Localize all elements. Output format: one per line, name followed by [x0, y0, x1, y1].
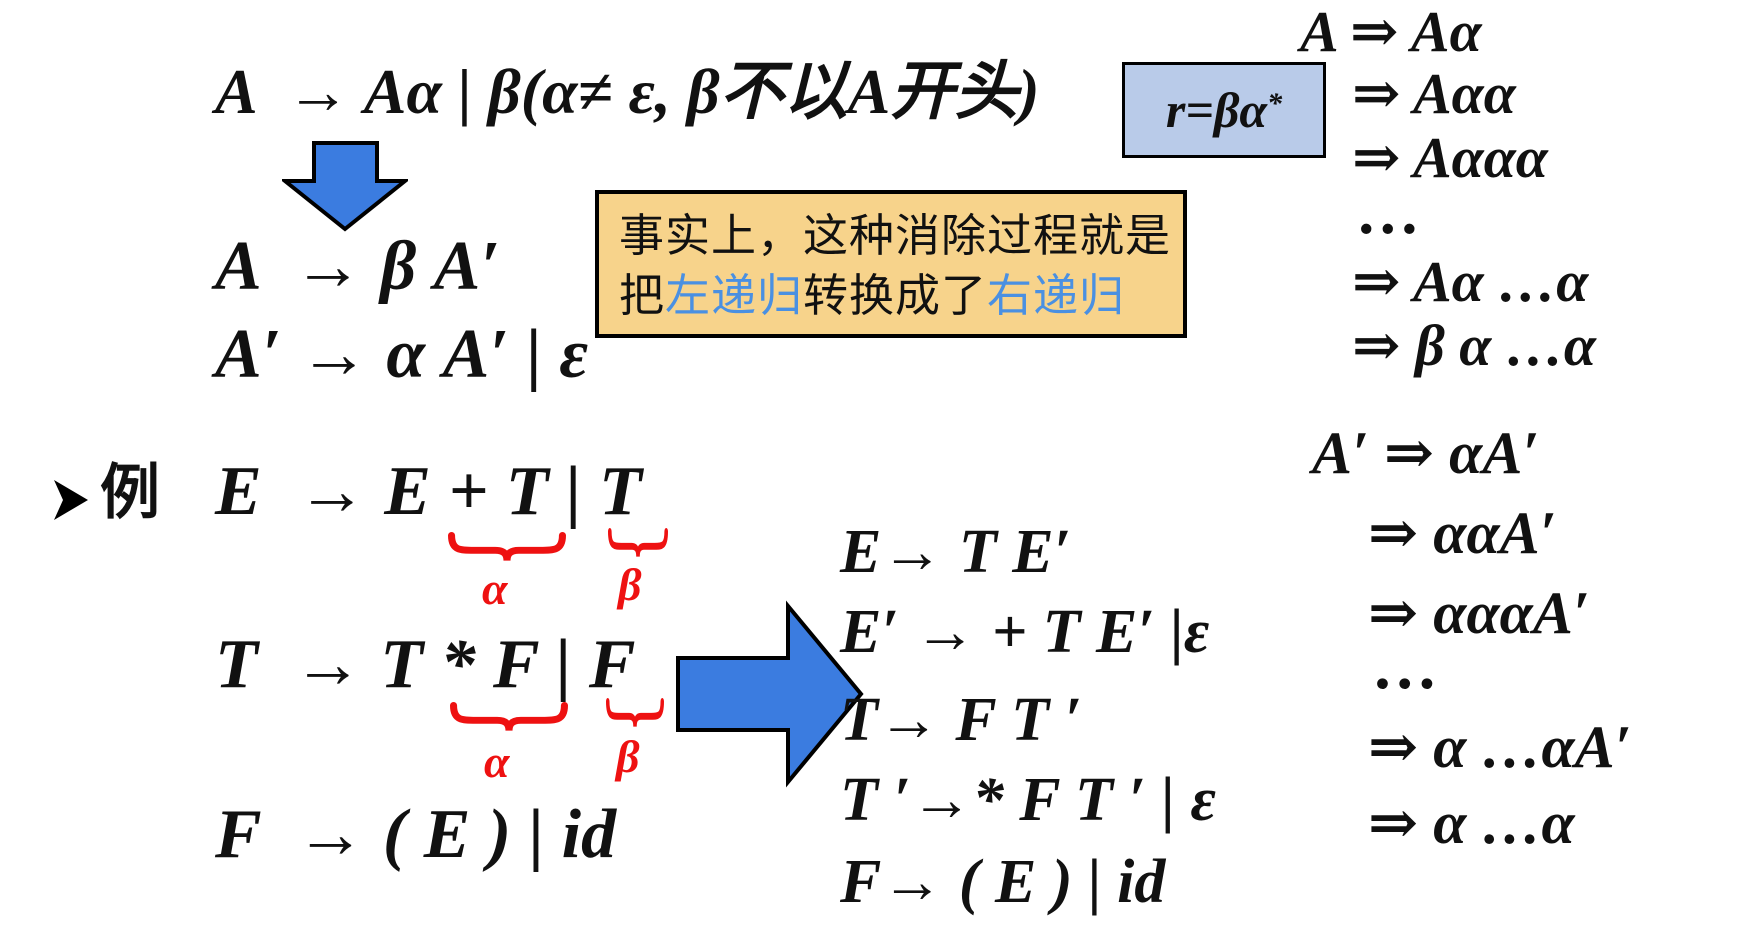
grammar-right-line-5: F→ ( E ) | id: [840, 848, 1166, 916]
derivation-aprime-ellipsis: …: [1374, 630, 1440, 703]
regex-box: r=βα*: [1122, 62, 1326, 158]
grammar-right-line-1: E→ T E′: [840, 518, 1072, 586]
derivation-a-line-5: ⇒ Aα …α: [1352, 249, 1589, 314]
note-line2-prefix: 把: [619, 271, 666, 321]
alpha-label-2: α: [484, 736, 510, 787]
right-arrow-icon: [676, 600, 864, 788]
note-right-recursion-term: 右递归: [987, 271, 1126, 321]
derivation-aprime-line-3: ⇒ αααA′: [1368, 580, 1590, 646]
derivation-a-line-2: ⇒ Aαα: [1352, 61, 1516, 126]
rule-transformed-2: A′ → α A′ | ε: [215, 316, 589, 393]
alpha-label-1: α: [482, 563, 508, 614]
derivation-a-line-1: A ⇒ Aα: [1300, 0, 1482, 64]
example-label: 例: [100, 460, 160, 526]
note-line-1: 事实上，这种消除过程就是: [619, 211, 1172, 261]
underbrace-icon: [448, 532, 566, 561]
regex-text: r=βα: [1165, 82, 1268, 138]
beta-label-1: β: [618, 559, 642, 610]
note-line2-mid: 转换成了: [803, 271, 988, 321]
underbrace-icon: [606, 698, 664, 727]
grammar-left-line-e: E → E + T | T: [215, 453, 642, 530]
beta-label-2: β: [616, 731, 640, 782]
grammar-right-line-2: E′ → + T E′ |ε: [840, 598, 1210, 666]
derivation-a-line-3: ⇒ Aααα: [1352, 125, 1548, 190]
grammar-left-line-t: T → T * F | F: [215, 626, 636, 703]
derivation-a-ellipsis: …: [1358, 176, 1422, 247]
underbrace-icon: [608, 528, 668, 557]
underbrace-icon: [450, 702, 568, 731]
note-line-2: 把左递归转换成了右递归: [619, 266, 1183, 326]
derivation-aprime-line-2: ⇒ ααA′: [1368, 500, 1557, 566]
note-box: 事实上，这种消除过程就是 把左递归转换成了右递归: [595, 190, 1187, 338]
grammar-right-line-3: T→ F T ′: [840, 686, 1082, 754]
regex-star: *: [1267, 87, 1283, 120]
grammar-right-line-4: T ′→* F T ′ | ε: [840, 766, 1216, 834]
note-left-recursion-term: 左递归: [665, 271, 804, 321]
derivation-a-line-6: ⇒ β α …α: [1352, 313, 1596, 378]
derivation-aprime-line-1: A′ ⇒ αA′: [1312, 420, 1540, 486]
down-arrow-icon: [282, 141, 408, 232]
bullet-arrow-icon: [54, 480, 88, 520]
grammar-left-line-f: F → ( E ) | id: [215, 796, 617, 873]
rule-transformed-1: A → β A′: [215, 228, 501, 305]
rule-left-recursive: A → Aα | β(α≠ ε, β不以A开头): [215, 56, 1040, 127]
derivation-aprime-line-6: ⇒ α …α: [1368, 790, 1575, 856]
derivation-aprime-line-5: ⇒ α …αA′: [1368, 714, 1632, 780]
